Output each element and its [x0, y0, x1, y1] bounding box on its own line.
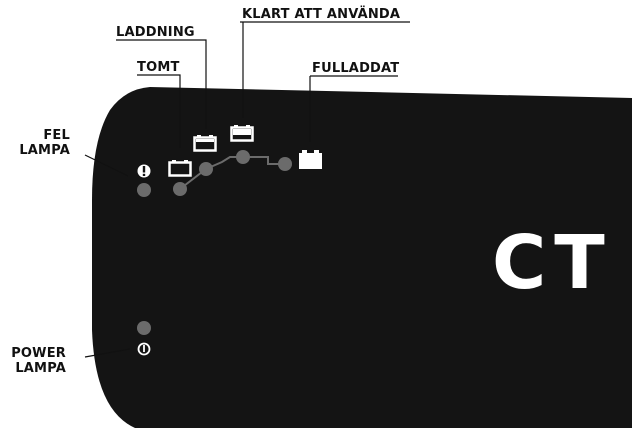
callout-line-fel: [84, 154, 129, 177]
exclamation-icon: [137, 164, 151, 178]
logo-text: CT: [492, 220, 613, 306]
fel-lampa-label-line2: LAMPA: [19, 143, 70, 158]
battery-empty-icon: [168, 160, 192, 177]
battery-charging-icon: [193, 135, 217, 152]
callout-line-laddning: [116, 39, 207, 129]
power-lampa-label-line1: POWER: [11, 346, 66, 361]
fel-lampa-label: FEL LAMPA: [8, 128, 70, 158]
power-lampa-label: POWER LAMPA: [2, 346, 66, 376]
callout-lines: [84, 21, 410, 358]
callout-line-power: [84, 348, 131, 358]
fulladdat-label: FULLADDAT: [312, 61, 400, 76]
full-lamp-led: [278, 157, 292, 171]
power-lamp-led: [137, 321, 151, 335]
fel-lampa-label-line1: FEL: [43, 128, 70, 143]
empty-lamp-led: [173, 182, 187, 196]
ready-lamp-led: [236, 150, 250, 164]
power-lampa-label-line2: LAMPA: [15, 361, 66, 376]
battery-ready-icon: [230, 125, 254, 142]
tomt-label: TOMT: [137, 60, 180, 75]
battery-full-icon: [299, 150, 322, 169]
power-icon: [137, 342, 151, 356]
fault-lamp-led: [137, 183, 151, 197]
charger-panel-body: [92, 87, 632, 428]
laddning-label: LADDNING: [116, 25, 195, 40]
charging-lamp-led: [199, 162, 213, 176]
klart-att-anvanda-label: KLART ATT ANVÄNDA: [242, 7, 401, 22]
callout-line-tomt: [137, 74, 181, 148]
